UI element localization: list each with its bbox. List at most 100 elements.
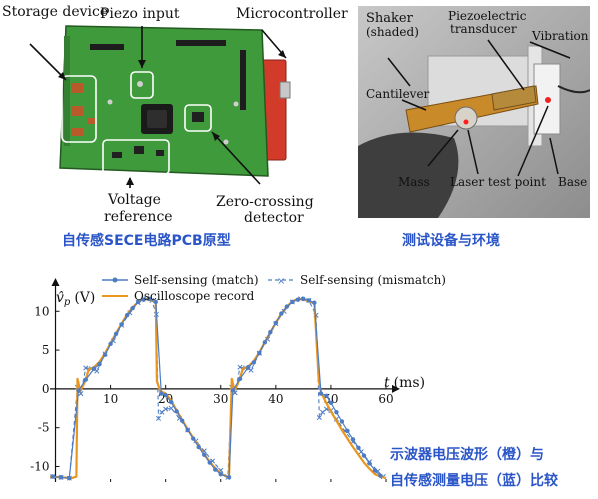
match-point <box>153 299 158 305</box>
match-point <box>356 445 361 451</box>
legend: Self-sensing (match) × Self-sensing (mis… <box>102 273 446 303</box>
shaker-body <box>358 132 459 218</box>
test-setup-photo: Shaker (shaded) Piezoelectric transducer… <box>358 6 590 218</box>
pcb-caption: 自传感SECE电路PCB原型 <box>62 233 231 249</box>
label-shaker: Shaker <box>366 11 414 26</box>
label-shaded: (shaded) <box>366 25 419 39</box>
match-point <box>301 296 306 302</box>
match-point <box>268 330 273 335</box>
match-point <box>218 472 223 477</box>
match-point <box>168 399 174 405</box>
x-tick-label: 40 <box>268 392 283 406</box>
pcb-photo: Storage device Piezo input Microcontroll… <box>0 0 350 228</box>
match-point <box>262 340 268 345</box>
match-point <box>246 364 251 370</box>
match-point <box>179 418 185 423</box>
label-base: Base <box>558 175 587 189</box>
label-piezoelectric-1: Piezoelectric <box>448 9 527 23</box>
match-point <box>334 409 339 415</box>
match-point <box>279 311 284 316</box>
match-point <box>251 360 257 365</box>
match-point <box>207 460 212 465</box>
x-axis-label: t(ms) <box>384 375 425 391</box>
storage-highlight <box>61 75 97 143</box>
match-point <box>295 297 301 302</box>
match-point <box>345 428 350 433</box>
label-piezo-input: Piezo input <box>100 6 180 22</box>
match-point <box>350 437 356 442</box>
match-point <box>306 298 312 303</box>
match-point <box>213 467 218 472</box>
match-point <box>367 461 372 466</box>
match-point <box>130 305 135 311</box>
match-point <box>163 392 168 398</box>
mismatch-point <box>237 364 243 370</box>
y-tick-label: 0 <box>42 382 50 396</box>
label-cantilever: Cantilever <box>366 87 430 101</box>
match-point <box>102 352 108 357</box>
match-point <box>361 453 367 458</box>
match-point <box>273 320 279 326</box>
setup-caption: 测试设备与环境 <box>402 233 500 249</box>
mismatch-point <box>159 409 165 415</box>
piezo-patch <box>491 85 537 111</box>
label-voltage-2: reference <box>104 209 173 225</box>
match-point <box>284 304 290 309</box>
mismatch-point <box>163 406 169 412</box>
x-axis-arrow <box>392 384 400 393</box>
label-voltage-1: Voltage <box>107 192 161 208</box>
match-point <box>97 361 102 367</box>
series-layer <box>49 296 387 481</box>
match-point <box>135 299 141 305</box>
x-tick-label: 30 <box>213 392 228 406</box>
match-point <box>372 468 378 473</box>
match-point <box>174 409 179 414</box>
y-tick-label: -5 <box>38 421 50 435</box>
mass <box>454 106 478 130</box>
x-tick-label: 10 <box>103 392 118 406</box>
x-tick-label: 60 <box>378 392 393 406</box>
match-point <box>146 296 152 302</box>
comparison-caption-line2: 自传感测量电压（蓝）比较 <box>390 473 558 489</box>
label-microcontroller: Microcontroller <box>236 6 348 22</box>
match-point <box>312 300 317 305</box>
comparison-caption-line1: 示波器电压波形（橙）与 <box>390 447 544 463</box>
match-point <box>119 322 124 327</box>
y-axis-arrow <box>51 278 60 286</box>
match-point <box>318 391 324 396</box>
label-laser-test-point: Laser test point <box>450 175 546 189</box>
label-vibration: Vibration <box>531 29 589 43</box>
match-point <box>191 436 196 441</box>
match-point <box>91 366 97 371</box>
zero-crossing-highlight <box>184 104 212 132</box>
voltage-reference-highlight <box>102 139 170 175</box>
mismatch-point <box>83 365 89 371</box>
y-tick-label: 5 <box>42 343 50 357</box>
match-point <box>257 350 262 356</box>
label-mass: Mass <box>398 175 430 189</box>
match-point <box>67 475 72 481</box>
label-zero-crossing-2: detector <box>244 210 304 226</box>
mismatch-point <box>316 415 322 421</box>
label-zero-crossing-1: Zero-crossing <box>216 194 314 210</box>
match-point <box>290 299 295 305</box>
legend-mismatch-label: Self-sensing (mismatch) <box>300 273 446 287</box>
legend-match-marker <box>112 277 118 283</box>
match-point <box>328 400 334 406</box>
match-point <box>108 341 113 347</box>
match-point <box>113 331 119 336</box>
match-point <box>185 427 190 433</box>
legend-match-label: Self-sensing (match) <box>134 273 259 287</box>
match-point <box>324 393 329 399</box>
match-point <box>50 474 55 479</box>
mismatch-point <box>168 405 174 411</box>
match-point <box>124 312 130 318</box>
match-point <box>83 377 89 382</box>
match-point <box>202 452 207 458</box>
match-point <box>159 391 164 396</box>
y-tick-label: 10 <box>34 304 49 318</box>
label-storage-device: Storage device <box>2 4 108 20</box>
match-point <box>378 473 383 478</box>
match-point <box>339 419 345 424</box>
